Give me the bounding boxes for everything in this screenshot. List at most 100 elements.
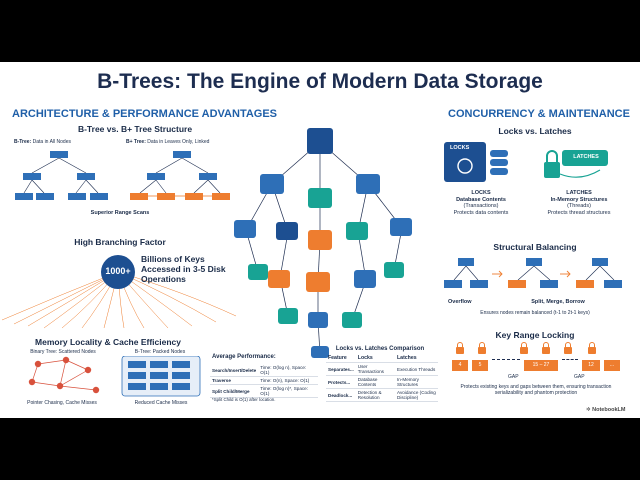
safe-icon — [444, 142, 486, 182]
branching-badge: 1000+ — [105, 266, 131, 276]
locks-desc: Protects data contents — [453, 209, 509, 216]
locks-badge: LOCKS — [450, 145, 470, 151]
btree-leaf-node — [68, 193, 86, 200]
btree-packed-caption: Reduced Cache Misses — [134, 400, 188, 406]
bplus-leaf-node — [212, 193, 230, 200]
balancing-heading: Structural Balancing — [493, 242, 577, 252]
branching-badge-circle — [101, 255, 135, 289]
btree-compare-caption: Superior Range Scans — [90, 210, 150, 216]
column-header: Locks — [355, 354, 396, 363]
notebooklm-icon: ✲ — [586, 407, 591, 413]
perf-cost: Time: O(n), Space: O(1) — [258, 376, 318, 385]
locks-latches-heading: Locks vs. Latches — [498, 126, 572, 136]
key-box: 12 — [582, 359, 600, 371]
watermark: ✲ NotebookLM — [586, 407, 625, 413]
table-cell: Deadlock... — [326, 388, 356, 402]
lock-icons — [456, 347, 596, 354]
bplus-leaf-node — [130, 193, 148, 200]
bplus-label-row: B+ Tree: Data in Leaves Only, Linked — [126, 139, 209, 145]
latches-description: LATCHES In-Memory Structures (Threads) P… — [542, 190, 616, 216]
btree-label-row: B-Tree: Data in All Nodes — [14, 139, 71, 145]
bplus-internal-node — [147, 173, 165, 180]
locks-description: LOCKS Database Contents (Transactions) P… — [446, 190, 516, 216]
btree-internal-node — [77, 173, 95, 180]
key-box: 15 – 27 — [524, 359, 558, 371]
table-row: Deadlock... Detection & Resolution Avoid… — [326, 388, 438, 402]
keyrange-heading: Key Range Locking — [495, 330, 575, 340]
scattered-nodes — [28, 356, 100, 394]
watermark-text: NotebookLM — [592, 407, 626, 413]
tree-cubes — [234, 128, 412, 358]
table-cell: Separates... — [326, 362, 356, 376]
btree-desc: Data in All Nodes — [32, 139, 71, 145]
performance-note: *Split Child is O(1) after location. — [212, 397, 276, 402]
latches-badge: LATCHES — [573, 154, 599, 160]
key-box: ... — [604, 359, 620, 371]
table-cell: Execution Threads — [395, 362, 438, 376]
table-cell: Database Contents — [355, 375, 396, 389]
comparison-table: Feature Locks Latches Separates... User … — [326, 354, 438, 402]
bplus-root-node — [173, 151, 191, 158]
bplus-internal-node — [199, 173, 217, 180]
gap-label: GAP — [508, 374, 519, 380]
balancing-diagram — [444, 258, 622, 288]
locks-sub1: Database Contents — [456, 196, 506, 203]
binary-tree-caption: Pointer Chasing, Cache Misses — [27, 400, 97, 406]
memory-diagram — [28, 356, 201, 397]
table-header-row: Feature Locks Latches — [326, 354, 438, 363]
branching-text: Billions of Keys Accessed in 3-5 Disk Op… — [141, 254, 226, 284]
left-section-title: ARCHITECTURE & PERFORMANCE ADVANTAGES — [12, 108, 278, 120]
overflow-label: Overflow — [448, 299, 472, 305]
bplus-label: B+ Tree: — [126, 139, 146, 145]
perf-op: Split Child/Merge — [210, 384, 259, 398]
perf-op: Search/Insert/Delete — [210, 364, 259, 377]
gap-segment — [562, 359, 578, 371]
central-tree-illustration — [234, 128, 412, 358]
table-cell: User Transactions — [355, 362, 396, 376]
comparison-heading: Locks vs. Latches Comparison — [335, 346, 425, 352]
table-row: Protects... Database Contents In-Memory … — [326, 375, 438, 389]
perf-cost: Time: O(log n)*, Space: O(1) — [258, 384, 318, 398]
btree-internal-node — [23, 173, 41, 180]
gap-segment — [492, 359, 520, 371]
balance-node-highlight — [508, 280, 526, 288]
locks-sub2: (Transactions) — [463, 203, 499, 209]
locks-illustration — [444, 142, 508, 182]
latches-sub2: (Threads) — [567, 203, 591, 209]
table-cell: Protects... — [326, 375, 356, 389]
latches-sub1: In-Memory Structures — [550, 196, 608, 203]
gap-label: GAP — [574, 374, 585, 380]
key-box: 5 — [472, 359, 488, 371]
latches-badge-box — [562, 150, 608, 166]
table-row: Separates... User Transactions Execution… — [326, 362, 438, 376]
performance-heading: Average Performance: — [212, 354, 276, 360]
latches-title: LATCHES — [566, 190, 592, 196]
branching-fan-diagram — [1, 255, 237, 329]
packed-nodes — [128, 361, 190, 390]
btree-compare-heading: B-Tree vs. B+ Tree Structure — [77, 124, 193, 134]
latches-desc: Protects thread structures — [547, 209, 611, 216]
column-header: Feature — [326, 354, 356, 363]
key-box: 4 — [452, 359, 468, 371]
btree-root-node — [50, 151, 68, 158]
padlock-icon — [544, 162, 560, 178]
table-cell: Detection & Resolution — [355, 388, 396, 402]
perf-cost: Time: O(log n), Space: O(1) — [258, 364, 318, 377]
slide: B-Trees: The Engine of Modern Data Stora… — [0, 62, 640, 418]
table-cell: In-Memory Structures — [395, 375, 438, 389]
latches-illustration — [544, 150, 608, 178]
btree-leaf-node — [36, 193, 54, 200]
btree-packed-label: B-Tree: Packed Nodes — [134, 349, 186, 355]
keyrange-locks-row — [456, 342, 596, 354]
btree-leaf-node — [15, 193, 33, 200]
btree-leaf-node — [90, 193, 108, 200]
keyrange-caption: Protects existing keys and gaps between … — [460, 384, 612, 396]
balance-node — [458, 258, 474, 266]
split-merge-borrow-label: Split, Merge, Borrow — [531, 299, 585, 305]
bplus-desc: Data in Leaves Only, Linked — [147, 139, 210, 145]
table-cell: Avoidance (Coding Discipline) — [395, 388, 438, 402]
right-section-title: CONCURRENCY & MAINTENANCE — [448, 108, 630, 120]
